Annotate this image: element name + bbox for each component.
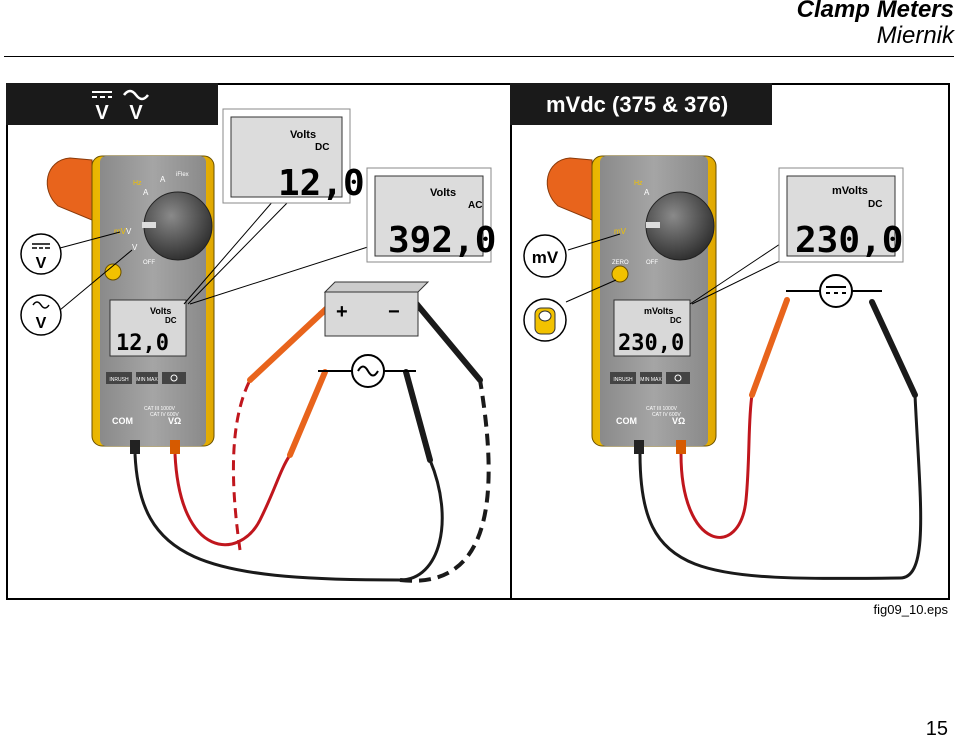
svg-text:V: V: [95, 102, 109, 124]
header-rule: [4, 56, 954, 57]
ac-volts-icon: V: [123, 89, 149, 124]
header-title: Clamp Meters: [796, 0, 954, 23]
figure-divider: [510, 83, 512, 600]
left-banner: V V: [6, 83, 218, 125]
svg-text:V: V: [129, 102, 143, 124]
right-banner-title: mVdc (375 & 376): [546, 92, 729, 117]
dc-ac-volts-icons: V V: [92, 89, 149, 124]
header-subtitle: Miernik: [876, 22, 954, 49]
dc-volts-icon: V: [92, 91, 112, 124]
page-number: 15: [925, 718, 948, 740]
right-banner: mVdc (375 & 376): [510, 83, 772, 125]
figure-label: fig09_10.eps: [873, 602, 948, 617]
figure-frame: [6, 83, 950, 600]
